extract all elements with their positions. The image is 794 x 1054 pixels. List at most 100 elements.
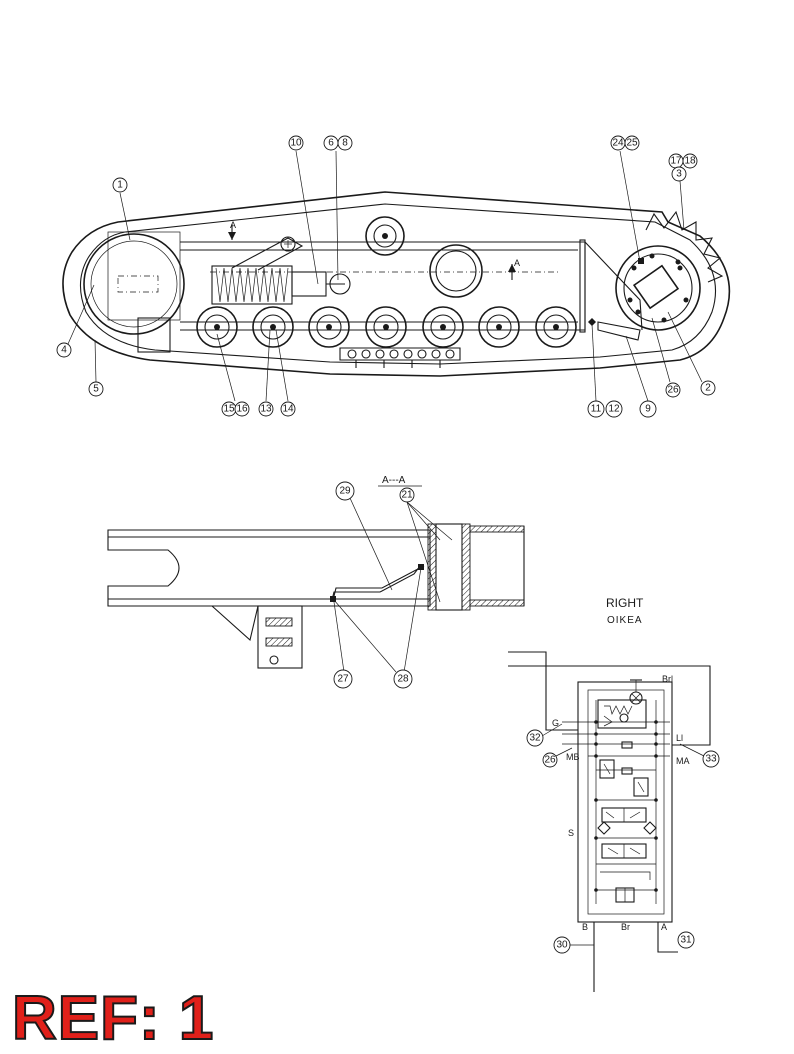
schematic-connections [562,720,670,892]
svg-text:2: 2 [705,383,711,394]
balloon-26b: 26 [542,752,558,768]
track-roller [308,306,350,348]
svg-text:33: 33 [705,754,717,765]
track-roller [535,306,577,348]
balloon-10: 10 [288,135,304,151]
schematic-balloons: 32 26 33 30 31 [526,729,720,954]
travel-motor-schematic: RIGHT OIKEA [508,596,711,992]
svg-text:24: 24 [612,138,624,149]
svg-text:B: B [582,922,588,932]
idler-yoke [107,529,431,607]
svg-text:29: 29 [339,486,351,497]
svg-text:A: A [230,220,236,230]
svg-text:6: 6 [328,138,334,149]
svg-text:MA: MA [676,756,690,766]
svg-text:27: 27 [337,674,349,685]
balloon-24: 24 [610,135,626,151]
balloon-31: 31 [677,931,695,949]
balloon-6: 6 [323,135,339,151]
svg-text:32: 32 [529,733,541,744]
balloon-14: 14 [280,401,296,417]
top-leaders [67,150,703,402]
balloon-2: 2 [700,380,716,396]
schematic-subtitle: OIKEA [607,615,643,626]
frame-tube-section [427,523,525,611]
section-mark-left: A [228,220,236,240]
track-chain-outline [62,191,731,377]
svg-text:30: 30 [556,940,568,951]
svg-text:Br: Br [621,922,630,932]
balloon-33: 33 [702,750,720,768]
top-view-balloons: 1 4 5 10 6 8 24 25 17 18 3 2 26 9 11 12 … [56,135,716,418]
track-guard [339,347,461,368]
frame-port-cover [429,244,483,298]
balloon-1: 1 [112,177,128,193]
section-view-balloons: 29 21 27 28 [333,481,415,689]
balloon-30: 30 [553,936,571,954]
svg-text:21: 21 [401,490,413,501]
svg-text:28: 28 [397,674,409,685]
balloon-29: 29 [335,481,355,501]
svg-text:Ll: Ll [676,733,683,743]
frame-end-plate [579,239,586,333]
svg-text:1: 1 [117,180,123,191]
svg-text:A: A [514,258,520,268]
balloon-9: 9 [639,400,657,418]
svg-text:17: 17 [670,156,682,167]
lower-bracket [211,605,303,669]
svg-text:9: 9 [645,404,651,415]
balloon-28: 28 [393,669,413,689]
svg-text:S: S [568,828,574,838]
track-roller [422,306,464,348]
track-roller [478,306,520,348]
reference-label: REF: 1 [11,983,215,1054]
recoil-spring [211,236,351,305]
balloon-12: 12 [605,400,623,418]
svg-text:14: 14 [282,404,294,415]
section-mark-right: A [508,258,520,280]
svg-text:18: 18 [684,156,696,167]
track-roller [252,306,294,348]
grease-tube [331,565,421,601]
track-roller [196,306,238,348]
svg-text:26: 26 [544,755,556,766]
track-chain-inner [79,203,717,365]
svg-text:13: 13 [260,404,272,415]
section-title: A---A [382,475,406,486]
balloon-13: 13 [258,401,274,417]
balloon-17: 17 [668,153,684,169]
svg-text:A: A [661,922,667,932]
balloon-3: 3 [671,166,687,182]
front-idler [83,231,185,353]
svg-text:31: 31 [680,935,692,946]
schematic-title: RIGHT [606,596,644,610]
balloon-21: 21 [399,487,415,503]
track-frame-top-view: A A [62,150,731,402]
svg-text:5: 5 [93,384,99,395]
svg-text:Brl: Brl [662,674,673,684]
svg-text:4: 4 [61,345,67,356]
svg-text:8: 8 [342,138,348,149]
balloon-32: 32 [526,729,544,747]
balloon-26: 26 [665,382,681,398]
balloon-15: 15 [221,401,237,417]
svg-text:10: 10 [290,138,302,149]
svg-text:MB: MB [566,752,580,762]
carrier-roller [365,216,405,256]
balloon-4: 4 [56,342,72,358]
track-rollers [196,306,577,348]
balloon-5: 5 [88,381,104,397]
balloon-8: 8 [337,135,353,151]
track-roller [365,306,407,348]
section-view-a-a: A---A [107,475,525,673]
svg-text:26: 26 [667,385,679,396]
balloon-18: 18 [682,153,698,169]
svg-text:25: 25 [626,138,638,149]
svg-text:12: 12 [608,404,620,415]
svg-text:15: 15 [223,404,235,415]
balloon-16: 16 [234,401,250,417]
balloon-27: 27 [333,669,353,689]
svg-text:G: G [552,718,559,728]
balloon-25: 25 [624,135,640,151]
